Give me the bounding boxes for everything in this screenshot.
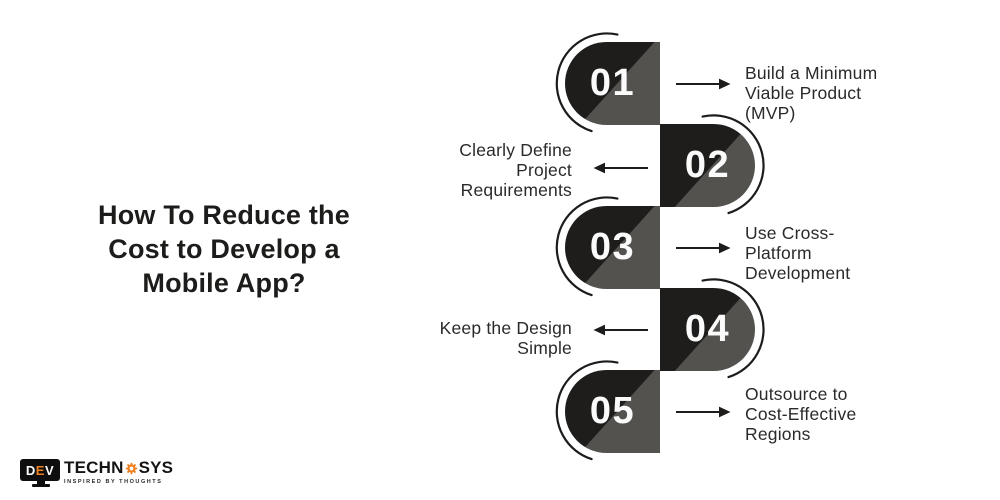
step-03-badge: 03 [565, 206, 660, 289]
step-01-arc [555, 32, 619, 133]
arrow-left-icon [593, 324, 648, 336]
step-02-arc [701, 114, 765, 215]
arrow-right-icon [676, 406, 731, 418]
arrow-right-icon [676, 78, 731, 90]
step-01-label: Build a Minimum Viable Product (MVP) [745, 63, 878, 123]
logo-brand: TECHN SYS [64, 458, 174, 477]
page-title: How To Reduce the Cost to Develop a Mobi… [98, 200, 350, 298]
step-04-arc [701, 278, 765, 379]
step-01-number: 01 [589, 62, 636, 104]
step-02-label: Clearly Define Project Requirements [459, 140, 572, 200]
step-04-number: 04 [684, 308, 731, 350]
step-05-number: 05 [589, 390, 636, 432]
logo-tagline: INSPIRED BY THOUGHTS [64, 478, 163, 485]
step-04-badge: 04 [660, 288, 755, 371]
step-04-label: Keep the Design Simple [439, 318, 572, 358]
step-03-label: Use Cross- Platform Development [745, 223, 851, 283]
step-05-label: Outsource to Cost-Effective Regions [745, 384, 857, 444]
logo-letter-e: E [35, 462, 45, 478]
step-02-number: 02 [684, 144, 731, 186]
step-03-number: 03 [589, 226, 636, 268]
step-01-badge: 01 [565, 42, 660, 125]
step-03-arc [555, 196, 619, 297]
step-05-badge: 05 [565, 370, 660, 453]
monitor-stand [37, 481, 45, 484]
step-05-arc [555, 360, 619, 461]
arrow-right-icon [676, 242, 731, 254]
logo-letter-d: D [25, 462, 36, 478]
arrow-left-icon [593, 162, 648, 174]
monitor-base [32, 484, 50, 487]
logo-letter-v: V [44, 462, 55, 478]
logo-brand-right: SYS [138, 458, 174, 477]
gear-icon [125, 462, 137, 474]
step-02-badge: 02 [660, 124, 755, 207]
logo-brand-left: TECHN [64, 458, 124, 477]
